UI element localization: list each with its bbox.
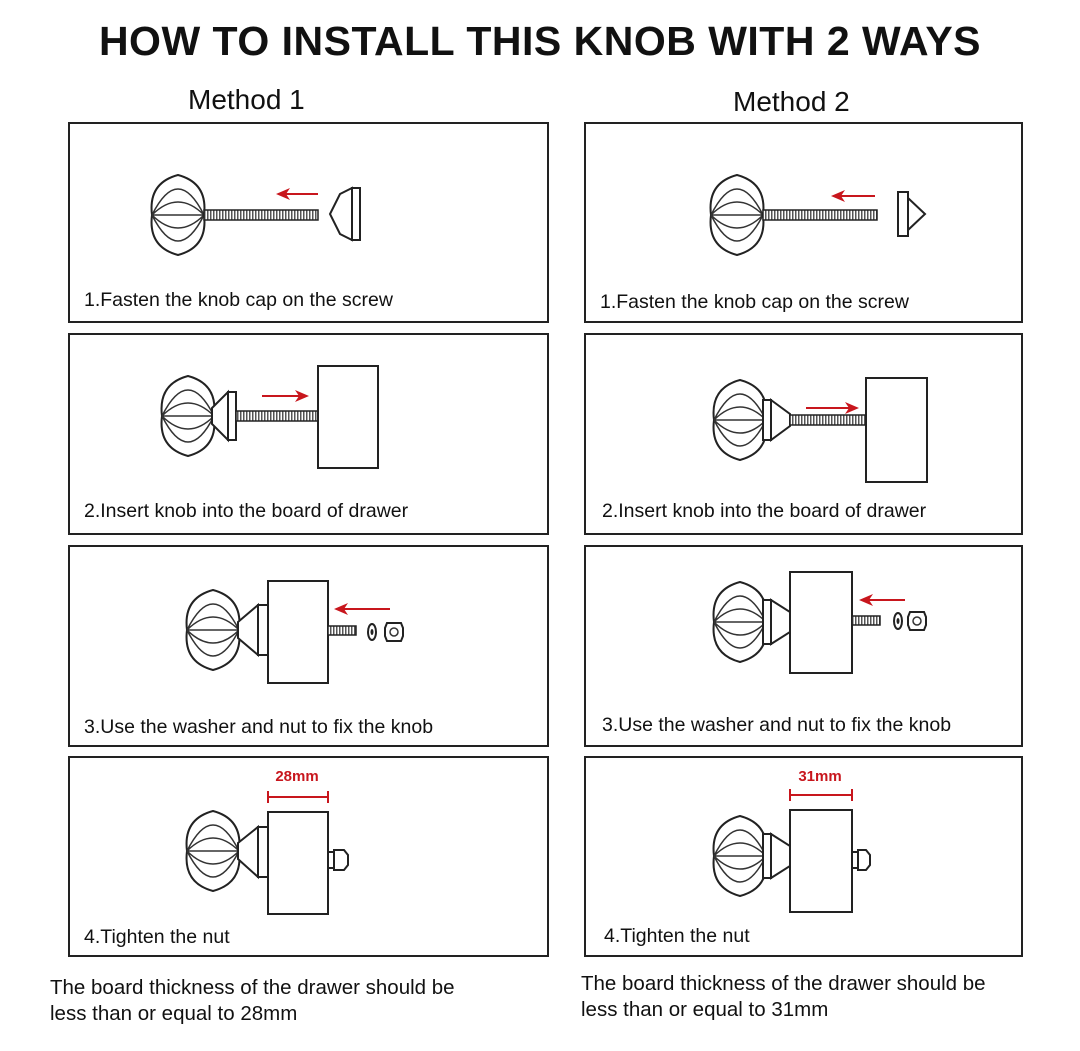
knob-icon [709,174,765,256]
method-2-step-3-caption: 3.Use the washer and nut to fix the knob [602,714,952,736]
dimension-line [267,791,329,803]
screw-icon [203,209,319,221]
method-1-step-3-caption: 3.Use the washer and nut to fix the knob [84,716,434,738]
knob-icon [712,815,768,897]
drawer-board [865,377,928,483]
arrow-left-icon [276,188,318,200]
method-1-step-1-panel [68,122,549,323]
method-2-step-1-caption: 1.Fasten the knob cap on the screw [600,291,909,313]
method-2-note-line-2: less than or equal to 31mm [581,998,829,1021]
method-2-step-4-caption: 4.Tighten the nut [604,925,750,947]
method-1-step-2-panel [68,333,549,535]
method-2-step-2-illustration [712,377,928,483]
knob-icon [160,375,216,457]
method-2-step-1-panel [584,122,1023,323]
nut-icon [907,611,927,631]
method-2-step-4-illustration: 31mm [712,768,871,913]
method-1-step-3-illustration [185,580,404,684]
page-title: HOW TO INSTALL THIS KNOB WITH 2 WAYS [98,18,982,64]
method-1-step-4-panel [68,756,549,957]
arrow-left-icon [334,603,390,615]
dimension-label: 31mm [798,768,841,785]
method-1-step-3-panel [68,545,549,747]
drawer-board [317,365,379,469]
method-2-note: The board thickness of the drawer should… [581,971,986,1023]
knob-cap-icon [328,186,353,242]
method-1-note-line-2: less than or equal to 28mm [50,1002,298,1025]
screw-icon [235,410,319,422]
drawer-board [267,811,329,915]
method-1-step-1-illustration [150,174,361,256]
method-1-step-4-caption: 4.Tighten the nut [84,926,230,948]
method-1-note-line-1: The board thickness of the drawer should… [50,976,455,999]
nut-icon [333,849,349,871]
method-1-note: The board thickness of the drawer should… [50,975,455,1027]
arrow-right-icon [806,402,859,414]
knob-icon [712,581,768,663]
drawer-board [789,571,853,674]
nut-icon [857,849,871,871]
screw-icon [789,414,867,426]
method-2-step-2-caption: 2.Insert knob into the board of drawer [602,500,927,522]
method-2-step-3-illustration [712,571,927,674]
arrow-left-icon [831,190,875,202]
method-1-step-1-caption: 1.Fasten the knob cap on the screw [84,289,393,311]
method-1-step-2-illustration [160,365,379,469]
method-2-note-line-1: The board thickness of the drawer should… [581,972,986,995]
method-1-step-2-caption: 2.Insert knob into the board of drawer [84,500,409,522]
knob-icon [185,810,241,892]
method-2-step-3-panel [584,545,1023,747]
arrow-right-icon [262,390,309,402]
washer-icon [893,612,903,630]
knob-icon [150,174,206,256]
method-2-step-4-panel [584,756,1023,957]
screw-icon [762,209,878,221]
dimension-label: 28mm [275,768,318,785]
knob-cap-icon [897,191,909,237]
method-2-heading: Method 2 [733,86,850,117]
drawer-board [267,580,329,684]
method-1-step-4-illustration: 28mm [185,768,349,915]
dimension-line [789,789,853,801]
knob-icon [185,589,241,671]
method-2-step-1-illustration [709,174,927,256]
washer-icon [367,623,377,641]
method-2-step-2-panel [584,333,1023,535]
knob-icon [712,379,768,461]
arrow-left-icon [859,594,905,606]
drawer-board [789,809,853,913]
nut-icon [384,622,404,642]
method-1-heading: Method 1 [188,84,305,115]
